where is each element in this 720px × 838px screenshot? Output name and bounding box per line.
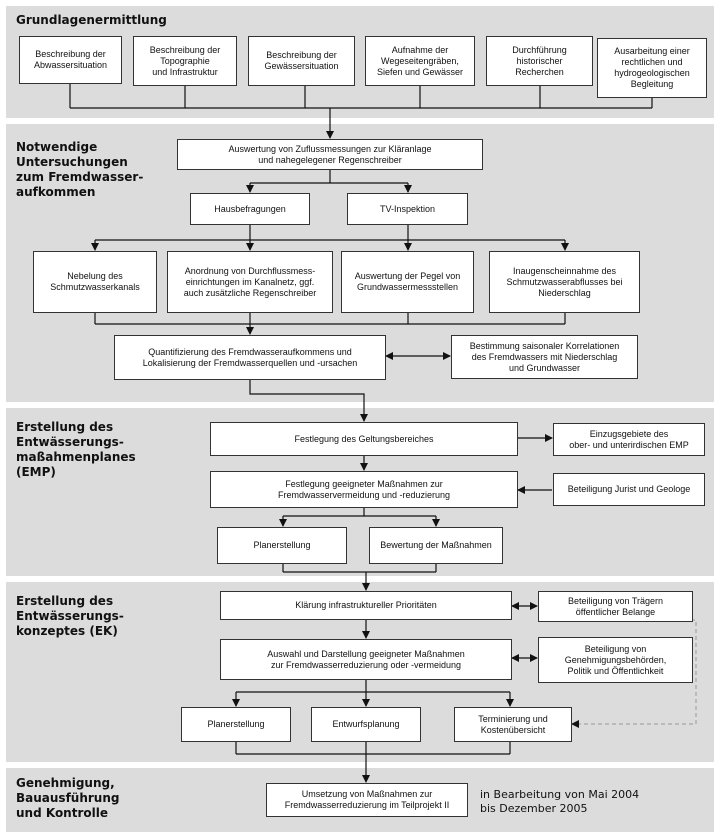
box-pegel-grundwasser: Auswertung der Pegel von Grundwassermess… [341, 251, 474, 313]
box-jurist-geologe: Beteiligung Jurist und Geologe [553, 473, 705, 506]
timeframe-note: in Bearbeitung von Mai 2004 bis Dezember… [480, 788, 640, 815]
box-terminierung-kosten: Terminierung und Kostenübersicht [454, 707, 572, 742]
dashed-feedback-line [571, 619, 697, 728]
box-planerstellung-emp: Planerstellung [217, 527, 347, 564]
box-traeger-oeffentlicher-belange: Beteiligung von Trägern öffentlicher Bel… [538, 591, 693, 622]
box-einzugsgebiete: Einzugsgebiete des ober- und unterirdisc… [553, 423, 705, 456]
box-abwassersituation: Beschreibung der Abwassersituation [19, 36, 122, 84]
box-durchflussmesseinrichtungen: Anordnung von Durchflussmess- einrichtun… [167, 251, 333, 313]
box-gewaessersituation: Beschreibung der Gewässersituation [248, 36, 355, 86]
box-nebelung: Nebelung des Schmutzwasserkanals [33, 251, 157, 313]
box-historische-recherchen: Durchführung historischer Recherchen [486, 36, 593, 86]
box-bewertung-massnahmen: Bewertung der Maßnahmen [369, 527, 503, 564]
section-band-grundlagen [6, 6, 714, 118]
section-title-grundlagen: Grundlagenermittlung [16, 13, 167, 27]
box-rechtliche-begleitung: Ausarbeitung einer rechtlichen und hydro… [597, 38, 707, 98]
box-auswahl-massnahmen: Auswahl und Darstellung geeigneter Maßna… [220, 639, 512, 680]
section-title-ek: Erstellung des Entwässerungs- konzeptes … [16, 594, 124, 638]
box-wegeseitengraeben: Aufnahme der Wegeseitengräben, Siefen un… [365, 36, 475, 86]
box-umsetzung-massnahmen: Umsetzung von Maßnahmen zur Fremdwasserr… [266, 783, 468, 817]
box-topographie: Beschreibung der Topographie und Infrast… [133, 36, 237, 86]
box-quantifizierung: Quantifizierung des Fremdwasseraufkommen… [114, 335, 386, 380]
box-geltungsbereich: Festlegung des Geltungsbereiches [210, 422, 518, 456]
connector-n8-to-e1 [249, 380, 368, 422]
box-massnahmen-festlegung: Festlegung geeigneter Maßnahmen zur Frem… [210, 471, 518, 508]
section-title-emp: Erstellung des Entwässerungs- maßahmenpl… [16, 420, 136, 479]
box-hausbefragungen: Hausbefragungen [190, 193, 310, 225]
box-inaugenscheinnahme: Inaugenscheinnahme des Schmutzwasserabfl… [489, 251, 640, 313]
box-planerstellung-ek: Planerstellung [181, 707, 291, 742]
box-infrastrukturelle-prioritaeten: Klärung infrastruktureller Prioritäten [220, 591, 512, 620]
box-entwurfsplanung: Entwurfsplanung [311, 707, 421, 742]
box-saisonale-korrelationen: Bestimmung saisonaler Korrelationen des … [451, 335, 638, 379]
section-title-genehmigung: Genehmigung, Bauausführung und Kontrolle [16, 776, 120, 820]
box-genehmigungsbehoerden: Beteiligung von Genehmigungsbehörden, Po… [538, 637, 693, 683]
box-zuflussmessungen: Auswertung von Zuflussmessungen zur Klär… [177, 139, 483, 170]
section-title-untersuchungen: Notwendige Untersuchungen zum Fremdwasse… [16, 140, 144, 199]
box-tv-inspektion: TV-Inspektion [347, 193, 468, 225]
